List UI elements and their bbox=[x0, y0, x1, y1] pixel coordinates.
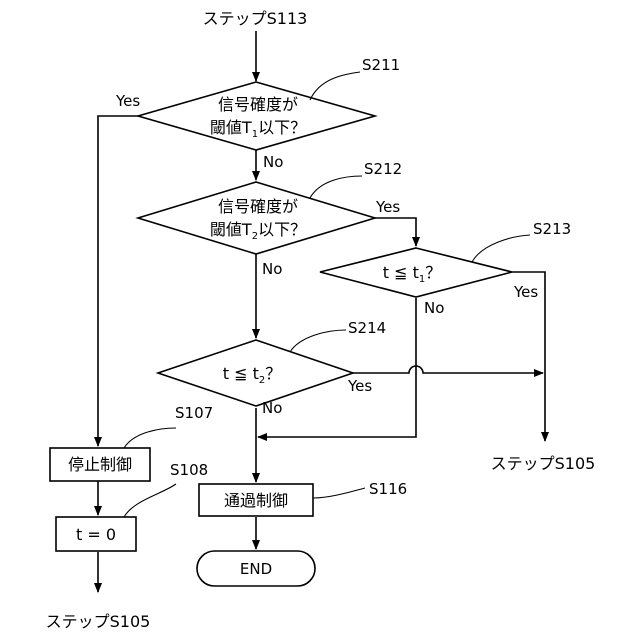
decision-s213-suffix: ？ bbox=[425, 263, 441, 282]
arrow-s212-yes-to-s213 bbox=[375, 218, 416, 246]
terminal-end: END bbox=[197, 551, 315, 586]
arrow-s211-yes-to-s107 bbox=[98, 116, 138, 446]
process-s116: 通過制御 S116 bbox=[199, 480, 407, 516]
decision-s212-shape bbox=[138, 182, 375, 254]
decision-s213-prefix: t ≦ t bbox=[383, 263, 419, 282]
decision-s213-no-label: No bbox=[424, 299, 444, 317]
decision-s214-suffix: ？ bbox=[265, 364, 281, 383]
leader-s116 bbox=[313, 488, 365, 498]
decision-s211-line2-prefix: 閾値T bbox=[210, 118, 252, 137]
process-s116-label: 通過制御 bbox=[224, 491, 288, 510]
decision-s214-no-label: No bbox=[262, 399, 282, 417]
step-s105-label-right: ステップS105 bbox=[491, 454, 596, 473]
leader-s212 bbox=[310, 176, 362, 198]
decision-s212-line2-suffix: 以下？ bbox=[258, 220, 306, 239]
step-label-s211: S211 bbox=[362, 56, 400, 74]
arrow-s214-yes-to-s105-line bbox=[353, 366, 543, 373]
decision-s211-yes-label: Yes bbox=[115, 92, 140, 110]
decision-s214-prefix: t ≦ t bbox=[223, 364, 259, 383]
process-s108-label: t = 0 bbox=[76, 525, 116, 544]
step-label-s213: S213 bbox=[533, 220, 571, 238]
decision-s212-line1: 信号確度が bbox=[218, 197, 298, 216]
decision-s211-line2-suffix: 以下？ bbox=[258, 118, 306, 137]
step-label-s116: S116 bbox=[369, 480, 407, 498]
step-label-s214: S214 bbox=[348, 319, 386, 337]
step-label-s212: S212 bbox=[364, 160, 402, 178]
decision-s212-line2: 閾値T2以下？ bbox=[210, 220, 306, 242]
decision-s212-line2-prefix: 閾値T bbox=[210, 220, 252, 239]
step-s105-label-bottom: ステップS105 bbox=[46, 612, 151, 631]
decision-s211-line1: 信号確度が bbox=[218, 95, 298, 114]
terminal-end-label: END bbox=[240, 560, 272, 578]
leader-s213 bbox=[472, 235, 530, 262]
leader-s211 bbox=[310, 72, 360, 100]
decision-s213: t ≦ t1？ S213 Yes No bbox=[320, 220, 571, 317]
decision-s212-yes-label: Yes bbox=[375, 198, 400, 216]
step-label-s108: S108 bbox=[170, 461, 208, 479]
decision-s214-text: t ≦ t2？ bbox=[223, 364, 282, 386]
decision-s212-no-label: No bbox=[262, 260, 282, 278]
leader-s108 bbox=[124, 484, 176, 517]
decision-s211-line2: 閾値T1以下？ bbox=[210, 118, 306, 140]
start-label: ステップS113 bbox=[203, 9, 308, 28]
decision-s211: 信号確度が 閾値T1以下？ S211 Yes No bbox=[115, 56, 400, 171]
decision-s214-yes-label: Yes bbox=[347, 377, 372, 395]
leader-s107 bbox=[124, 428, 176, 448]
decision-s213-yes-label: Yes bbox=[513, 283, 538, 301]
decision-s211-no-label: No bbox=[263, 153, 283, 171]
decision-s213-text: t ≦ t1？ bbox=[383, 263, 442, 285]
decision-s214: t ≦ t2？ S214 Yes No bbox=[158, 319, 386, 417]
process-s107-label: 停止制御 bbox=[68, 455, 132, 474]
decision-s212: 信号確度が 閾値T2以下？ S212 Yes No bbox=[138, 160, 402, 278]
step-label-s107: S107 bbox=[175, 404, 213, 422]
leader-s214 bbox=[290, 330, 346, 352]
